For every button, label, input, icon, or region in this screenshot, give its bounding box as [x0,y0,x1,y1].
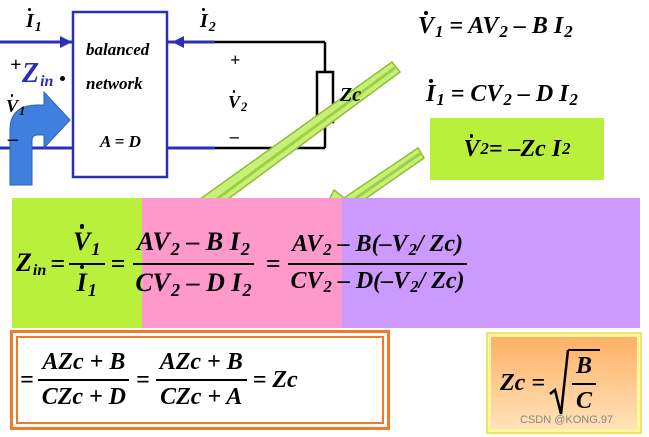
network-line1: balanced [86,40,150,59]
sqrt-sign [549,349,569,415]
fraction-azcb-over-czcd: AZc + B CZc + D [38,349,130,411]
panel-green [12,198,142,328]
equation-1: V1 = AV2 – B I2 [418,11,573,42]
fraction-azcb-over-czca: AZc + B CZc + A [155,349,247,411]
zc-fraction: B C [568,349,601,415]
network-box [71,10,169,179]
zc-formula-box [488,334,640,432]
plus-in: + [10,54,22,76]
voltage-out-label: V2 [228,89,248,115]
current-out-label: I2 [200,7,216,35]
input-current-arrow [60,36,72,48]
network-line2: network [86,74,143,93]
derivation-row: Zin = V1 I1 = AV2 – B I2 CV2 – D I2 = AV… [16,214,469,314]
current-in-label: I1 [26,7,42,35]
watermark: CSDN @KONG.97 [520,414,614,426]
load-label: Zc [340,84,362,106]
plus-out: + [230,50,241,70]
zin-dot [60,76,65,81]
output-current-arrow [172,36,184,48]
zin-curved-arrow [9,90,71,186]
minus-in: – [8,128,18,150]
zin-symbol: Zin [16,248,47,279]
voltage-in-label: V1 [6,93,26,119]
zc-formula: Zc = B C [500,340,601,426]
result-box-outer [10,330,390,430]
equation-2: I1 = CV2 – D I2 [426,79,578,110]
result-row: = AZc + B CZc + D = AZc + B CZc + A = Zc [20,349,298,411]
zin-label: Zin [22,58,54,90]
minus-out: – [230,126,239,146]
network-condition: A = D [100,132,141,151]
fraction-v1-over-i1: V1 I1 [69,224,105,300]
fraction-substituted: AV2 – B(–V2/ Zc) CV2 – D(–V2/ Zc) [286,231,468,297]
fraction-avbi-over-cvdi: AV2 – B I2 CV2 – D I2 [131,227,255,300]
